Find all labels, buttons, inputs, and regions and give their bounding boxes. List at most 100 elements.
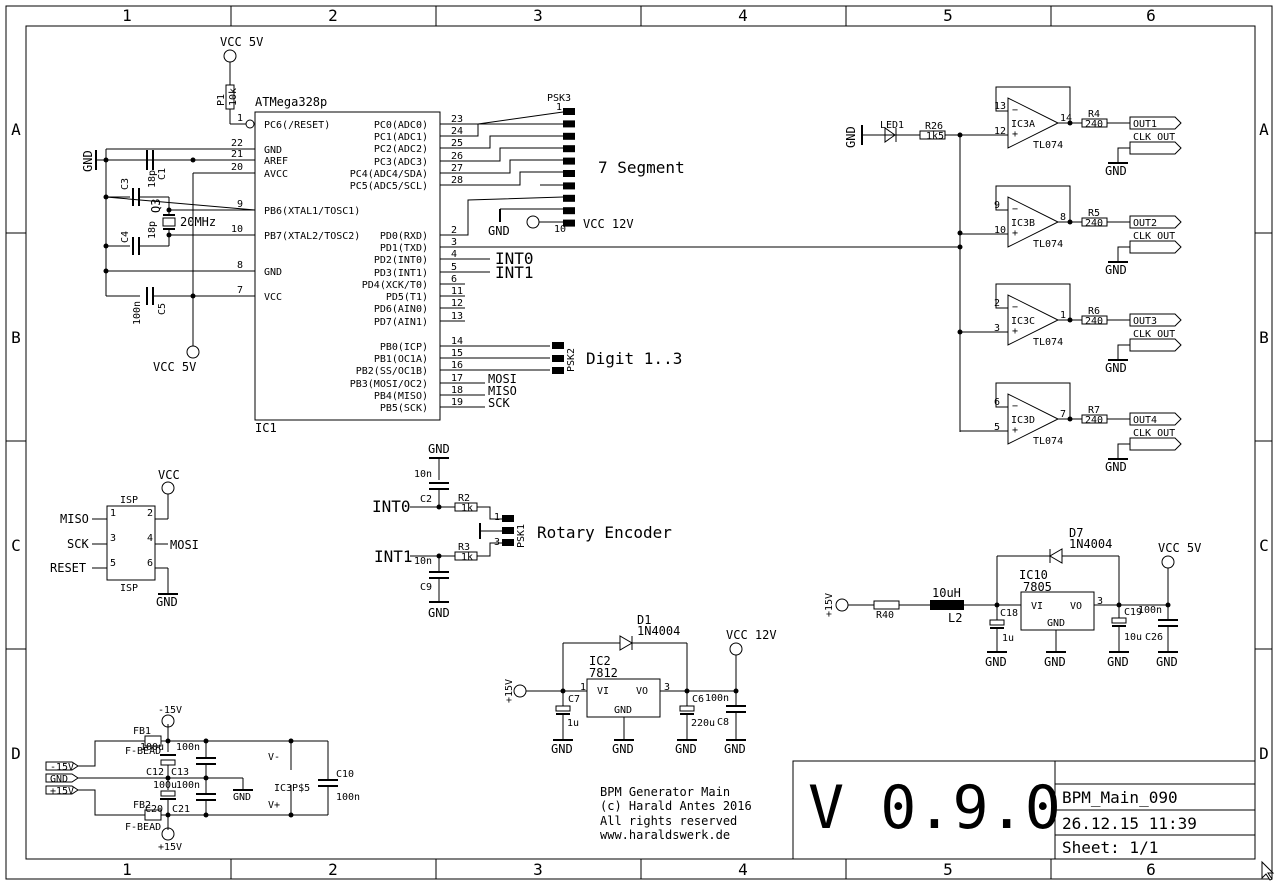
- isp-label: ISP: [120, 495, 138, 506]
- ic3p-label: IC3P$5: [274, 783, 310, 794]
- c4-value: 18p: [147, 221, 158, 239]
- mcu-pin-number: 16: [451, 360, 463, 371]
- svg-text:3: 3: [1097, 596, 1103, 607]
- c26-value: 100n: [1138, 605, 1162, 616]
- out-label: OUT3: [1133, 316, 1157, 327]
- gnd-label: GND: [1105, 460, 1127, 474]
- c26-label: C26: [1145, 632, 1163, 643]
- opamp-label: IC3A: [1011, 119, 1035, 130]
- mcu-pin-number: 17: [451, 373, 463, 384]
- c3-label: C3: [120, 178, 131, 190]
- resistor-label: R7: [1088, 405, 1100, 416]
- r3-value: 1k: [461, 552, 473, 563]
- out-label: OUT4: [1133, 415, 1157, 426]
- resistor-value: 240: [1085, 119, 1103, 130]
- seven-segment-label: 7 Segment: [598, 158, 685, 177]
- c10-value: 100n: [336, 792, 360, 803]
- mcu-pin-label: PB0(ICP): [380, 342, 428, 353]
- mcu-right-pins: 23PC0(ADC0)24PC1(ADC1)25PC2(ADC2)26PC3(A…: [350, 114, 465, 414]
- row-label: C: [11, 536, 21, 555]
- power-input-block: -15V GND +15V FB1 F-BEAD FB2 F-BEAD -15V…: [45, 705, 360, 853]
- gnd-label: GND: [1156, 655, 1178, 669]
- mcu-pin-label: PC5(ADC5/SCL): [350, 181, 428, 192]
- col-label: 6: [1146, 860, 1156, 879]
- col-label: 1: [122, 6, 132, 25]
- mcu-atmega328p[interactable]: ATMega328p IC1: [254, 95, 441, 435]
- mcu-name: ATMega328p: [255, 95, 327, 109]
- svg-text:4: 4: [147, 533, 153, 544]
- c2-value: 10n: [414, 469, 432, 480]
- gnd-label: GND: [985, 655, 1007, 669]
- c6-value: 100n: [705, 693, 729, 704]
- vplus-label: V+: [268, 800, 280, 811]
- mcu-pin-number: 12: [451, 298, 463, 309]
- col-label: 2: [328, 6, 338, 25]
- svg-text:7: 7: [1060, 409, 1066, 420]
- opamp-label: IC3C: [1011, 316, 1035, 327]
- mcu-pin-number: 28: [451, 175, 463, 186]
- int1-label: INT1: [495, 263, 534, 282]
- mcu-pin-label: PD7(AIN1): [374, 317, 428, 328]
- gnd-label: GND: [614, 705, 632, 716]
- clk-out-label: CLK OUT: [1133, 231, 1175, 242]
- clk-out-label: CLK OUT: [1133, 329, 1175, 340]
- vminus-label: V-: [268, 752, 280, 763]
- vcc12v-label: VCC 12V: [583, 217, 634, 231]
- mcu-pin-label: PD2(INT0): [374, 255, 428, 266]
- svg-text:14: 14: [1060, 113, 1072, 124]
- gnd-label: GND: [156, 595, 178, 609]
- gnd-label: GND: [1105, 361, 1127, 375]
- mcu-pin-number: 13: [451, 311, 463, 322]
- mcu-signal-lines: INT0 INT1 MOSI MISO SCK: [440, 246, 960, 410]
- vi-label: VI: [597, 686, 609, 697]
- int1-label: INT1: [374, 547, 413, 566]
- r3-label: R3: [458, 542, 470, 553]
- gnd-label: GND: [675, 742, 697, 756]
- mcu-power-net: GND C1 C3 18p Q3 20MHz C4 1: [81, 148, 256, 374]
- opamp-type: TL074: [1033, 140, 1063, 151]
- out-label: OUT1: [1133, 119, 1157, 130]
- c12-label: C12: [146, 767, 164, 778]
- notes-line: (c) Harald Antes 2016: [600, 799, 752, 813]
- rotary-encoder[interactable]: GND 10n C2 INT0 R2 1k PSK1 1 3 Rotary En…: [372, 442, 672, 620]
- version-label: V 0.9.0: [808, 773, 1061, 843]
- sck-label: SCK: [67, 537, 89, 551]
- mosi-label: MOSI: [170, 538, 199, 552]
- l2-label: L2: [948, 611, 962, 625]
- svg-text:+: +: [1012, 326, 1018, 337]
- mcu-pin-label: GND: [264, 145, 282, 156]
- r1-value: 10k: [228, 88, 239, 106]
- v100u-label: 100u: [140, 742, 164, 753]
- mcu-pin-label: PD1(TXD): [380, 243, 428, 254]
- psk3-pin: [563, 207, 575, 215]
- svg-text:12: 12: [994, 126, 1006, 137]
- clk-out-label: CLK OUT: [1133, 132, 1175, 143]
- psk3-connector[interactable]: PSK3 1 7 Segment GND 10 VCC 12V: [488, 93, 685, 238]
- gnd-label: GND: [428, 442, 450, 456]
- mcu-pin-label: PB6(XTAL1/TOSC1): [264, 206, 360, 217]
- opamp-type: TL074: [1033, 436, 1063, 447]
- m15-label: -15V: [50, 762, 74, 773]
- col-label: 2: [328, 860, 338, 879]
- psk3-pin: [563, 219, 575, 227]
- col-label: 5: [943, 860, 953, 879]
- psk2-connector[interactable]: PSK2 Digit 1..3: [552, 342, 682, 374]
- mcu-pin-number: 4: [451, 249, 457, 260]
- m15-label: -15V: [158, 705, 182, 716]
- mcu-pin-number: 8: [237, 260, 243, 271]
- mcu-pin-number: 22: [231, 138, 243, 149]
- svg-text:3: 3: [110, 533, 116, 544]
- c2-label: C2: [420, 494, 432, 505]
- mcu-pin-label: GND: [264, 267, 282, 278]
- mcu-pin-number: 6: [451, 274, 457, 285]
- svg-text:8: 8: [1060, 212, 1066, 223]
- mcu-pin-label: PD5(T1): [386, 292, 428, 303]
- svg-text:−: −: [1012, 105, 1018, 116]
- svg-text:13: 13: [994, 101, 1006, 112]
- r40-label: R40: [876, 610, 894, 621]
- fb2-label: FB2: [133, 800, 151, 811]
- digit-label: Digit 1..3: [586, 349, 682, 368]
- mcu-left-pins: 1PC6(/RESET)22GND21AREF20AVCC9PB6(XTAL1/…: [200, 113, 360, 303]
